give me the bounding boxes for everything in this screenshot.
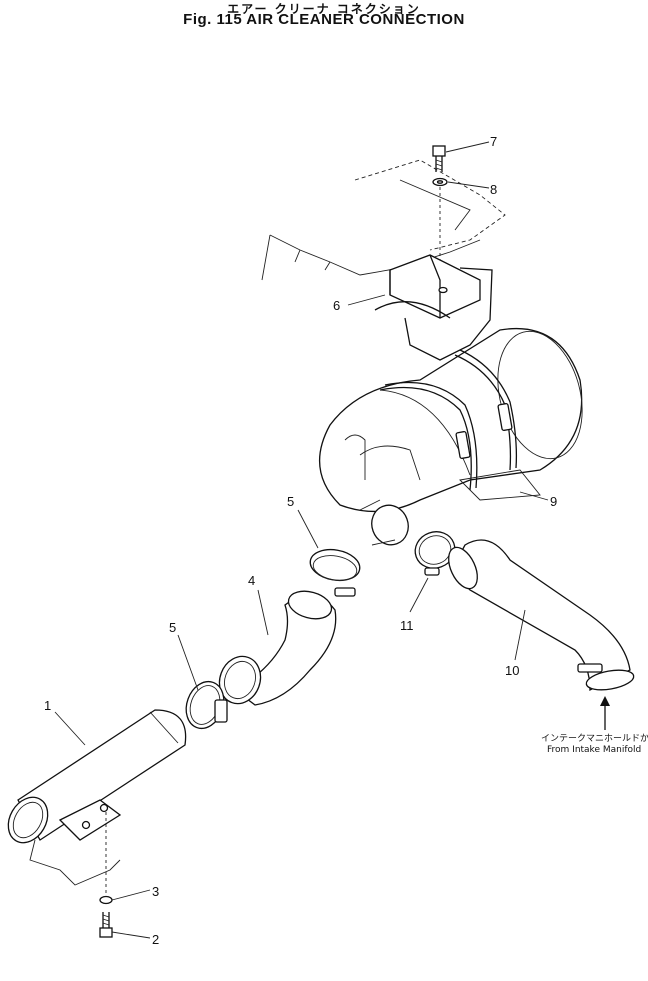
pipe-bracket (29, 799, 122, 886)
part-6-saddle-bracket (374, 254, 493, 361)
part-3-washer (99, 895, 113, 905)
note-english: From Intake Manifold (547, 745, 641, 755)
figure-title-english: Fig. 115 AIR CLEANER CONNECTION (183, 11, 465, 28)
part-7-bolt (432, 145, 446, 172)
callout-2: 2 (152, 932, 159, 947)
callout-5-lower: 5 (169, 620, 176, 635)
callout-7: 7 (490, 134, 497, 149)
mounting-frame (261, 159, 506, 281)
note-japanese: インテークマニホールドから (541, 733, 648, 744)
part-10-hose (448, 539, 635, 692)
callout-1: 1 (44, 698, 51, 713)
part-2-bolt (99, 912, 113, 938)
callout-9: 9 (550, 494, 557, 509)
leader-lines (54, 141, 549, 939)
part-8-washer (432, 177, 448, 187)
part-1-intake-pipe (7, 709, 187, 844)
part-4-elbow-hose (218, 590, 337, 706)
figure-title-japanese: エアー クリーナ コネクション (227, 2, 421, 16)
part-9-plate (459, 469, 541, 501)
callout-10: 10 (505, 663, 519, 678)
part-11-clamp (414, 531, 456, 576)
callout-11: 11 (400, 618, 414, 633)
callout-3: 3 (152, 884, 159, 899)
part-5-lower-clamp (185, 680, 228, 730)
intake-arrow (600, 696, 610, 730)
callout-8: 8 (490, 182, 497, 197)
callout-5-upper: 5 (287, 494, 294, 509)
part-5-upper-clamp (309, 548, 361, 597)
cleaner-clamp-bands (379, 349, 518, 491)
callout-6: 6 (333, 298, 340, 313)
callout-4: 4 (248, 573, 255, 588)
